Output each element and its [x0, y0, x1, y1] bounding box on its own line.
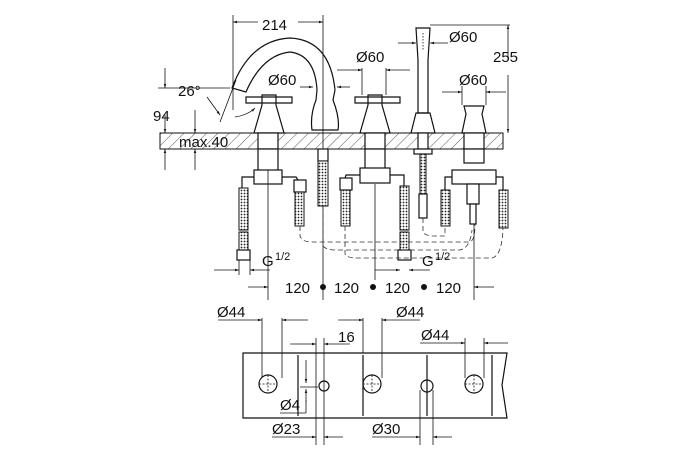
svg-text:Ø60: Ø60	[268, 72, 296, 89]
dimension-255: 255	[430, 24, 518, 133]
dimension-max40: max.40	[163, 115, 228, 170]
diverter	[440, 105, 509, 229]
svg-text:Ø60: Ø60	[356, 49, 384, 66]
svg-text:Ø60: Ø60	[459, 72, 487, 89]
svg-text:120: 120	[436, 280, 461, 297]
spout	[231, 37, 340, 207]
countertop	[159, 132, 504, 150]
svg-text:255: 255	[493, 49, 518, 66]
dimension-94: 94	[153, 68, 230, 133]
svg-text:Ø4: Ø4	[280, 397, 300, 414]
diameter-labels-top: Ø60 Ø60 Ø60 Ø60	[268, 29, 506, 105]
svg-text:1/2: 1/2	[435, 251, 450, 263]
svg-text:120: 120	[334, 280, 359, 297]
svg-text:120: 120	[385, 280, 410, 297]
svg-text:1/2: 1/2	[275, 251, 290, 263]
svg-text:120: 120	[285, 280, 310, 297]
svg-text:214: 214	[262, 17, 287, 34]
svg-text:Ø60: Ø60	[449, 29, 477, 46]
hand-shower	[410, 27, 436, 219]
hole-plan: Ø44 Ø44 Ø44 16 Ø4 Ø23 Ø30	[217, 304, 508, 445]
svg-text:94: 94	[153, 108, 170, 125]
angle-26: 26°	[178, 79, 256, 123]
svg-text:Ø23: Ø23	[272, 421, 300, 438]
dashed-pipes	[299, 206, 504, 259]
svg-text:Ø30: Ø30	[372, 421, 400, 438]
handle-right	[339, 94, 412, 261]
svg-text:Ø44: Ø44	[217, 304, 245, 321]
svg-text:26°: 26°	[178, 83, 201, 100]
svg-text:Ø44: Ø44	[396, 304, 424, 321]
handle-left	[236, 94, 307, 261]
svg-text:Ø44: Ø44	[421, 327, 449, 344]
svg-text:max.40: max.40	[179, 134, 228, 151]
svg-text:G: G	[422, 253, 434, 270]
svg-text:16: 16	[338, 329, 355, 346]
spacing-dimensions: 120 120 120 120	[248, 170, 494, 300]
